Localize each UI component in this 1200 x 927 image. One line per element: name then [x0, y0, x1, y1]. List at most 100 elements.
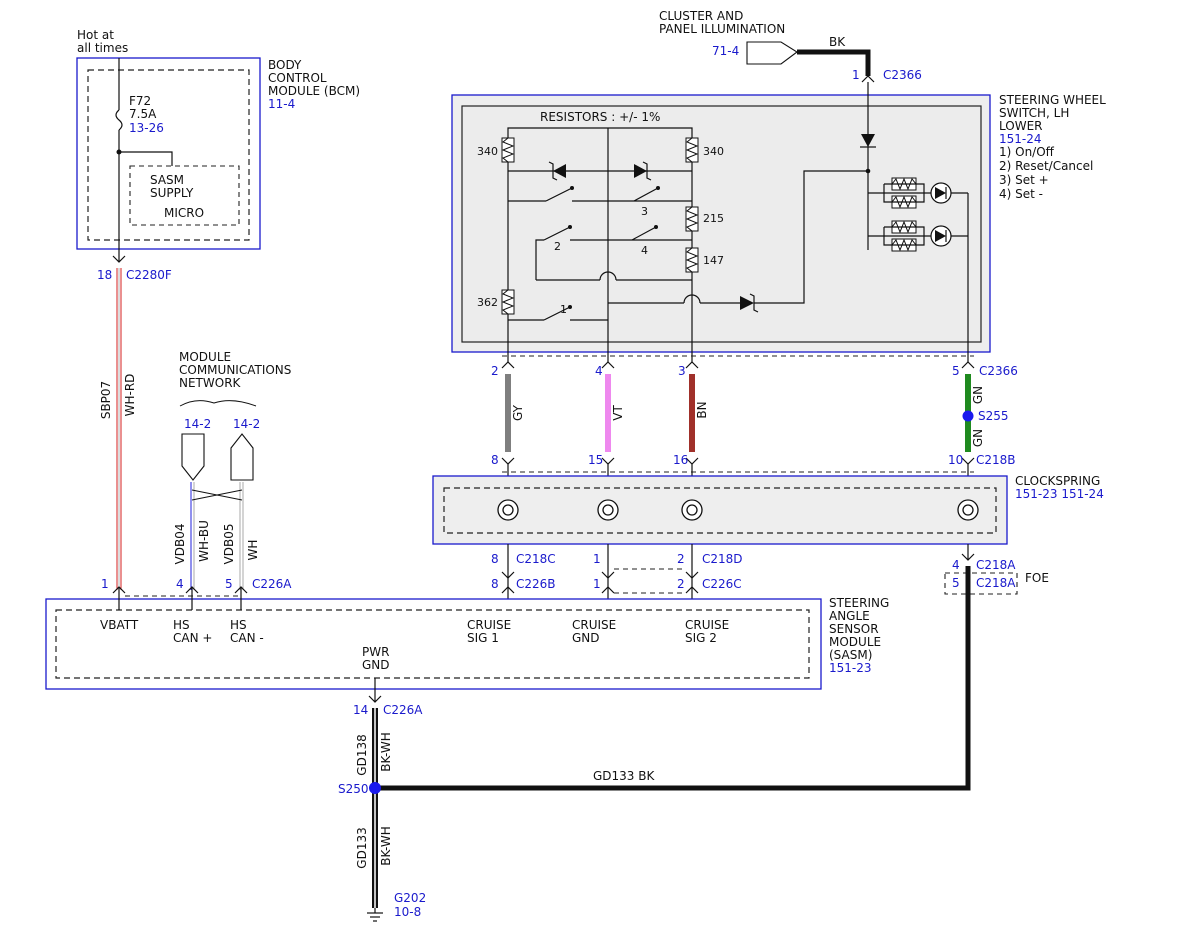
wire-color-gn-1: GN	[971, 386, 985, 404]
clockspring-refs[interactable]: 151-23 151-24	[1015, 487, 1104, 501]
sw-contact-a	[570, 186, 574, 190]
zener-left-symbol	[553, 164, 566, 178]
zener-right-bar	[642, 161, 652, 181]
wire-color-bn: BN	[695, 401, 709, 418]
sw-contact-e	[568, 305, 572, 309]
circuit-gd133: GD133	[355, 827, 369, 868]
sw4-blade	[631, 226, 657, 241]
pin-label-hscan-minus-1: HS	[230, 618, 247, 632]
lamp-feed-diode	[861, 134, 875, 147]
c218d-connector-label[interactable]: C218D	[702, 552, 743, 566]
cluster-wire-color: BK	[829, 35, 846, 49]
sasm-name-line1: STEERING	[829, 596, 889, 610]
splice-s250-dot[interactable]	[369, 782, 381, 794]
c226b-connector-label[interactable]: C226B	[516, 577, 556, 591]
mcn-ref-2[interactable]: 14-2	[233, 417, 260, 431]
wire-bk-cluster	[797, 49, 871, 76]
sasm-ref[interactable]: 151-23	[829, 661, 872, 675]
sw-row1-left-blade	[545, 187, 573, 202]
c2366-bottom-connector-label[interactable]: C2366	[979, 364, 1018, 378]
pin-label-cruise-gnd-2: GND	[572, 631, 600, 645]
pin-label-cruise-gnd-1: CRUISE	[572, 618, 616, 632]
sasm-name-line4: MODULE	[829, 635, 881, 649]
pin-label-pwr-gnd-1: PWR	[362, 645, 389, 659]
circuit-vdb05: VDB05	[222, 524, 236, 565]
swsw-name-line2: SWITCH, LH	[999, 106, 1069, 120]
clockspring-box[interactable]	[432, 475, 1008, 545]
ground-g202-label[interactable]: G202	[394, 891, 426, 905]
c226a-pin-14: 14	[353, 703, 368, 717]
sw-contact-b	[656, 186, 660, 190]
bcm-box[interactable]	[76, 57, 261, 250]
bcm-ref[interactable]: 11-4	[268, 97, 295, 111]
c226a-pin-1: 1	[101, 577, 109, 591]
c218b-pin15-symbol	[601, 457, 615, 465]
c218a-connector-label[interactable]: C218A	[976, 558, 1016, 572]
hot-at-all-times-line1: Hot at	[77, 28, 114, 42]
led-1-arrow	[935, 187, 946, 199]
resistor-215-zigzag	[685, 206, 699, 232]
clockspring-name: CLOCKSPRING	[1015, 474, 1100, 488]
splice-s250-label[interactable]: S250	[338, 782, 369, 796]
c2366-top-connector-label[interactable]: C2366	[883, 68, 922, 82]
mcn-line1: MODULE	[179, 350, 231, 364]
c218c-symbol	[501, 571, 515, 579]
resistor-215-value: 215	[703, 212, 724, 225]
circuit-vdb04: VDB04	[173, 524, 187, 565]
foe-pin-5: 5	[952, 576, 960, 590]
splice-s255-dot[interactable]	[962, 410, 974, 422]
diode-output-line	[754, 170, 868, 304]
clockspring-coil-2	[597, 499, 619, 521]
swsw-ref[interactable]: 151-24	[999, 132, 1042, 146]
c218b-connector-label[interactable]: C218B	[976, 453, 1016, 467]
resistor-340-right-value: 340	[703, 145, 724, 158]
c2366-top-pin: 1	[852, 68, 860, 82]
fuse-label-1: F72	[129, 94, 151, 108]
sasm-box[interactable]	[45, 598, 822, 690]
c226c-connector-label[interactable]: C226C	[702, 577, 742, 591]
c2366-pin5-symbol	[961, 361, 975, 369]
cluster-line2: PANEL ILLUMINATION	[659, 22, 785, 36]
resistors-label: RESISTORS : +/- 1%	[540, 110, 660, 124]
bcm-micro-box	[129, 165, 240, 226]
splice-s255-label[interactable]: S255	[978, 409, 1009, 423]
swsw-function-1: 1) On/Off	[999, 145, 1055, 159]
hot-at-all-times-line2: all times	[77, 41, 128, 55]
c218a-pin-4: 4	[952, 558, 960, 572]
lamp-resistor-1-bracket	[883, 183, 925, 203]
mcn-ref-1[interactable]: 14-2	[184, 417, 211, 431]
c226a-lower-connector-label[interactable]: C226A	[383, 703, 423, 717]
bcm-name-line2: CONTROL	[268, 71, 327, 85]
pin-label-vbatt: VBATT	[100, 618, 139, 632]
ground-g202-icon	[367, 908, 383, 922]
led-2-arrow	[935, 230, 946, 242]
fuse-ref[interactable]: 13-26	[129, 121, 164, 135]
swsw-function-4: 4) Set -	[999, 187, 1043, 201]
bcm-inner-dashed	[87, 69, 250, 241]
foe-label: FOE	[1025, 571, 1049, 585]
c2366-pin-3: 3	[678, 364, 686, 378]
c2366-pin2-symbol	[501, 361, 515, 369]
pin-label-cruise-sig1-2: SIG 1	[467, 631, 499, 645]
c226a-connector-label[interactable]: C226A	[252, 577, 292, 591]
c2366-pin3-symbol	[685, 361, 699, 369]
sasm-supply-line2: SUPPLY	[150, 186, 194, 200]
c2280f-pin: 18	[97, 268, 112, 282]
foe-box	[944, 572, 1018, 595]
wire-color-gy: GY	[511, 404, 525, 421]
resistor-147-zigzag	[685, 247, 699, 273]
ground-g202-ref[interactable]: 10-8	[394, 905, 421, 919]
c218d-pin1-symbol	[601, 571, 615, 579]
cluster-ref[interactable]: 71-4	[712, 44, 739, 58]
c2280f-connector-label[interactable]: C2280F	[126, 268, 172, 282]
c226c-pin2-symbol	[685, 586, 699, 594]
c226c-pin-2: 2	[677, 577, 685, 591]
c218d-pin2-symbol	[685, 571, 699, 579]
lamp-resistor-2-bracket	[883, 226, 925, 246]
foe-connector-label[interactable]: C218A	[976, 576, 1016, 590]
c218a-symbol	[961, 553, 975, 561]
wire-color-wh-rd: WH-RD	[123, 374, 137, 417]
c218b-pin10-symbol	[961, 457, 975, 465]
mcn-line3: NETWORK	[179, 376, 242, 390]
c218c-connector-label[interactable]: C218C	[516, 552, 556, 566]
